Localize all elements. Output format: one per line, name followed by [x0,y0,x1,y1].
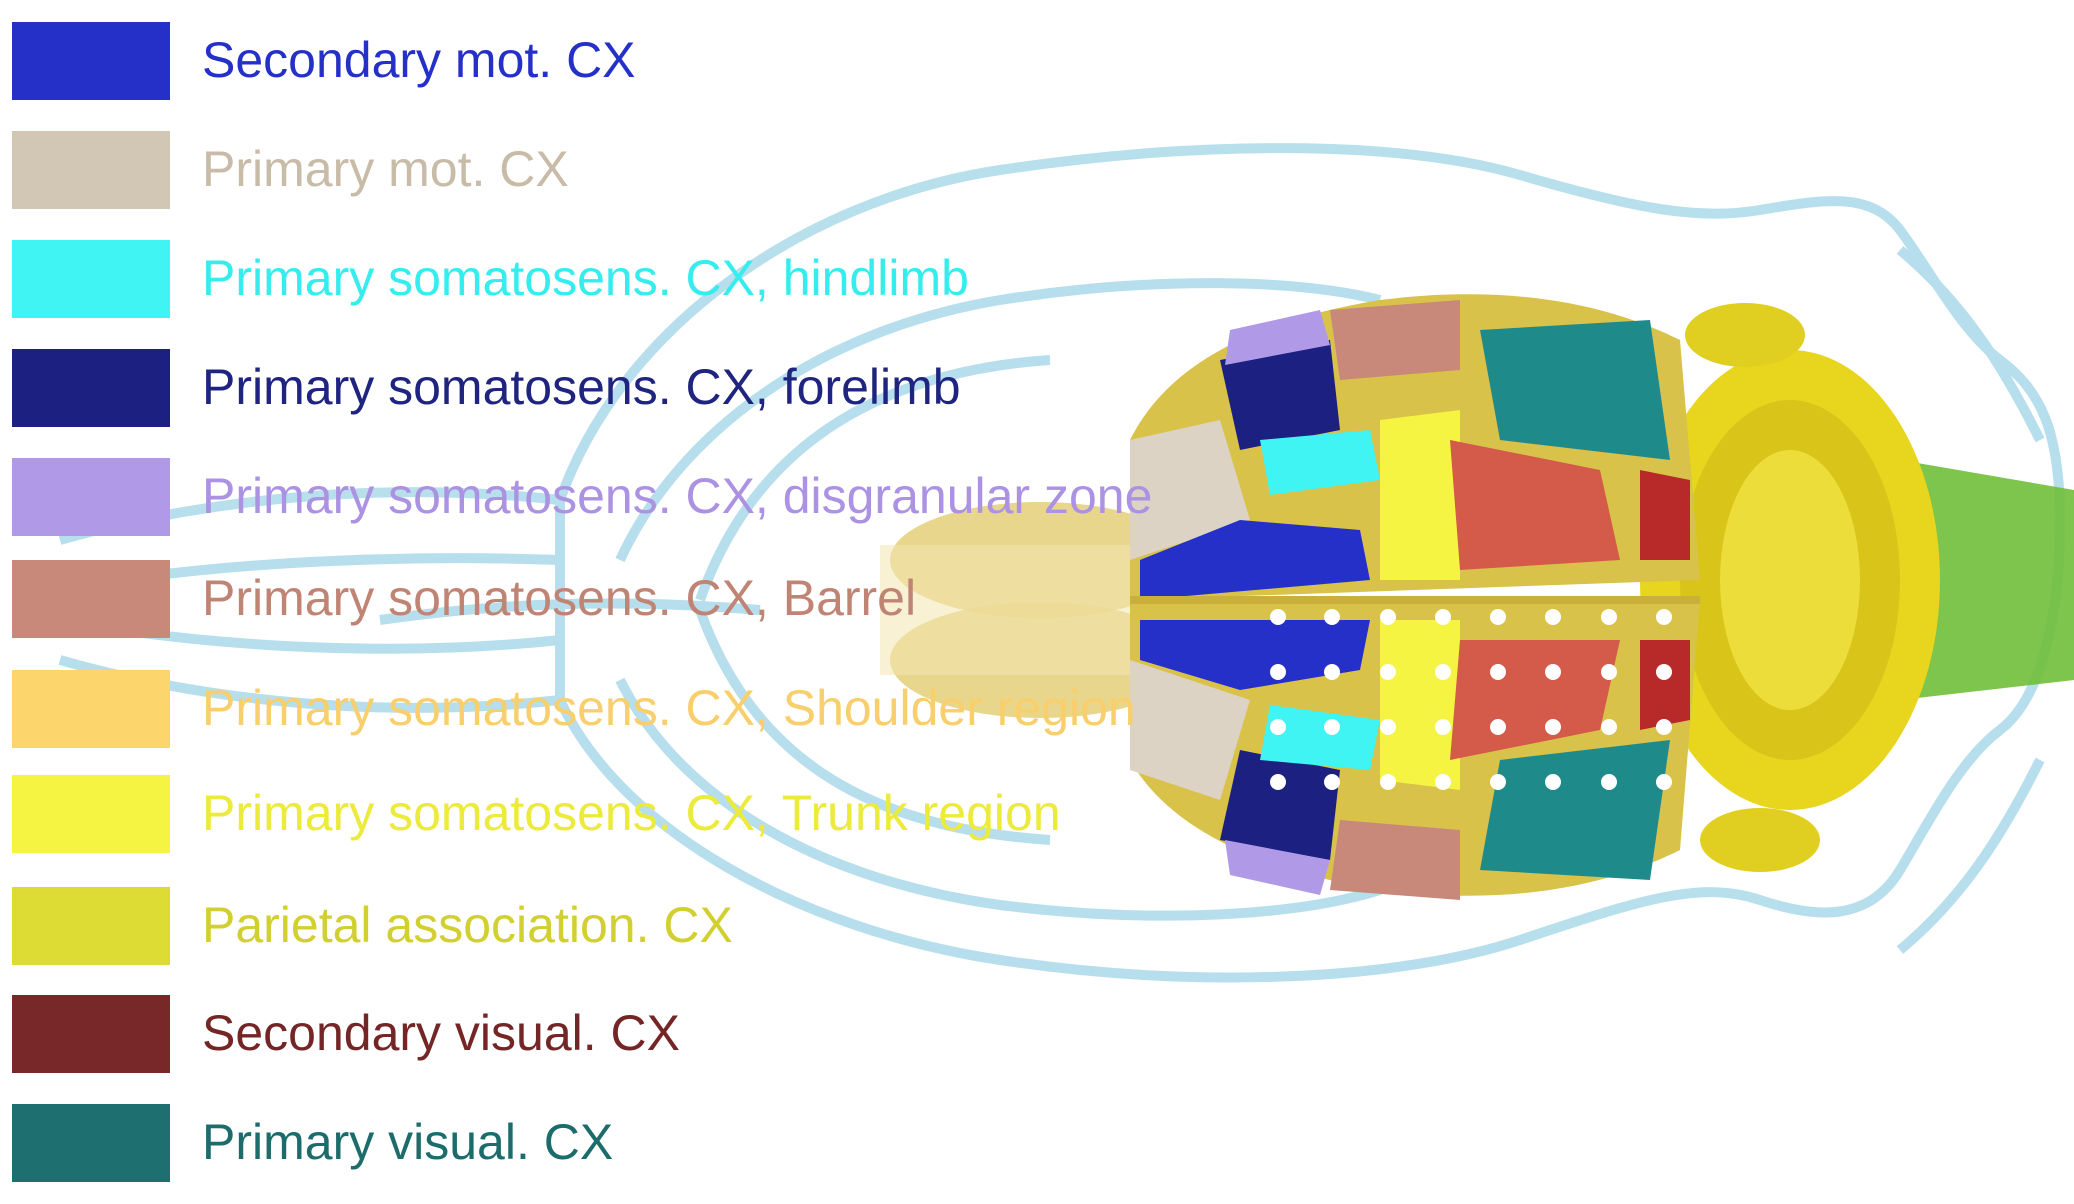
electrode-dot [1380,609,1396,625]
legend-label: Primary visual. CX [202,1114,614,1170]
electrode-dot [1270,664,1286,680]
legend-swatch [12,458,170,536]
legend-item: Primary mot. CX [12,131,1192,211]
electrode-dot [1270,609,1286,625]
electrode-dot [1601,774,1617,790]
legend-item: Secondary mot. CX [12,22,1192,102]
legend-label: Secondary visual. CX [202,1005,681,1061]
electrode-dot [1380,719,1396,735]
electrode-dot [1324,609,1340,625]
legend-item: Primary somatosens. CX, forelimb [12,349,1192,429]
electrode-dot [1490,609,1506,625]
legend-item: Primary somatosens. CX, disgranular zone [12,458,1192,538]
legend-item: Primary visual. CX [12,1104,1192,1184]
electrode-dot [1656,719,1672,735]
electrode-dot [1601,609,1617,625]
electrode-dot [1490,774,1506,790]
legend-swatch [12,22,170,100]
electrode-dot [1270,719,1286,735]
legend-swatch [12,1104,170,1182]
electrode-dot [1545,664,1561,680]
legend-item: Secondary visual. CX [12,995,1192,1075]
legend-label: Parietal association. CX [202,897,733,953]
legend-item: Primary somatosens. CX, Shoulder region [12,670,1192,750]
legend-swatch [12,670,170,748]
electrode-dot [1435,719,1451,735]
electrode-dot [1324,774,1340,790]
electrode-dot [1656,664,1672,680]
legend-label: Primary mot. CX [202,141,569,197]
electrode-dot [1380,774,1396,790]
electrode-dot [1324,719,1340,735]
legend-swatch [12,560,170,638]
legend-swatch [12,995,170,1073]
legend-swatch [12,349,170,427]
electrode-dot [1435,774,1451,790]
legend-swatch [12,131,170,209]
spinal-cord [1900,460,2074,700]
electrode-dot [1490,664,1506,680]
legend-item: Parietal association. CX [12,887,1192,967]
legend-item: Primary somatosens. CX, Trunk region [12,775,1192,855]
legend-label: Primary somatosens. CX, Trunk region [202,785,1061,841]
legend-item: Primary somatosens. CX, Barrel [12,560,1192,640]
electrode-dot [1545,719,1561,735]
cortex [1130,294,1700,900]
legend-swatch [12,887,170,965]
electrode-dot [1380,664,1396,680]
electrode-dot [1435,664,1451,680]
electrode-markers [1270,609,1672,790]
electrode-dot [1545,609,1561,625]
electrode-dot [1490,719,1506,735]
legend-label: Secondary mot. CX [202,32,636,88]
legend-label: Primary somatosens. CX, disgranular zone [202,468,1153,524]
legend-item: Primary somatosens. CX, hindlimb [12,240,1192,320]
electrode-dot [1435,609,1451,625]
electrode-dot [1656,774,1672,790]
legend-label: Primary somatosens. CX, forelimb [202,359,961,415]
legend-swatch [12,240,170,318]
electrode-dot [1270,774,1286,790]
electrode-dot [1601,664,1617,680]
electrode-dot [1545,774,1561,790]
olfactory-bulbs [880,502,1240,718]
electrode-dot [1601,719,1617,735]
legend-label: Primary somatosens. CX, Barrel [202,570,917,626]
legend: Secondary mot. CX Primary mot. CX Primar… [12,22,1192,1184]
electrode-dot [1324,664,1340,680]
electrode-dot [1656,609,1672,625]
legend-swatch [12,775,170,853]
legend-label: Primary somatosens. CX, hindlimb [202,250,969,306]
legend-label: Primary somatosens. CX, Shoulder region [202,680,1136,736]
cerebellum [1640,303,1940,872]
